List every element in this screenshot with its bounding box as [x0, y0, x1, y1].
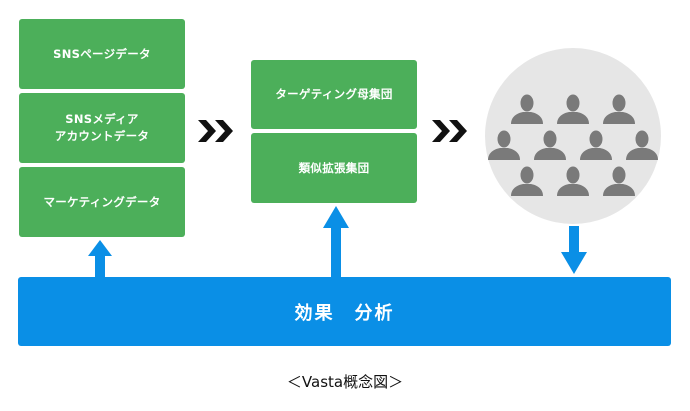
lookalike-population: 類似拡張集団: [251, 133, 417, 203]
figure-caption: ＜Vasta概念図＞: [286, 373, 404, 391]
people-group-icon: [488, 94, 658, 196]
source-sns-page-data: SNSページデータ: [19, 19, 185, 89]
double-chevron-icon: [198, 120, 233, 142]
source-label: SNSページデータ: [53, 46, 151, 61]
person-icon: [557, 166, 589, 196]
source-label-line1: SNSメディア: [65, 112, 139, 126]
person-icon: [488, 130, 520, 160]
arrow-up-icon: [323, 206, 349, 278]
source-sns-media-account-data: SNSメディア アカウントデータ: [19, 93, 185, 163]
person-icon: [511, 166, 543, 196]
targeting-population: ターゲティング母集団: [251, 60, 417, 129]
person-icon: [511, 94, 543, 124]
effect-analysis-bar: 効果 分析: [18, 277, 671, 346]
person-icon: [603, 94, 635, 124]
person-icon: [603, 166, 635, 196]
audience-circle: [485, 48, 661, 224]
person-icon: [534, 130, 566, 160]
person-icon: [626, 130, 658, 160]
double-chevron-icon: [432, 120, 467, 142]
person-icon: [580, 130, 612, 160]
arrow-down-icon: [561, 226, 587, 274]
source-label: マーケティングデータ: [43, 194, 161, 209]
source-label-line2: アカウントデータ: [54, 129, 150, 143]
source-marketing-data: マーケティングデータ: [19, 167, 185, 237]
target-label: ターゲティング母集団: [275, 87, 393, 101]
analysis-label: 効果 分析: [294, 302, 395, 324]
arrow-up-icon: [88, 240, 112, 278]
target-label: 類似拡張集団: [298, 160, 370, 175]
person-icon: [557, 94, 589, 124]
